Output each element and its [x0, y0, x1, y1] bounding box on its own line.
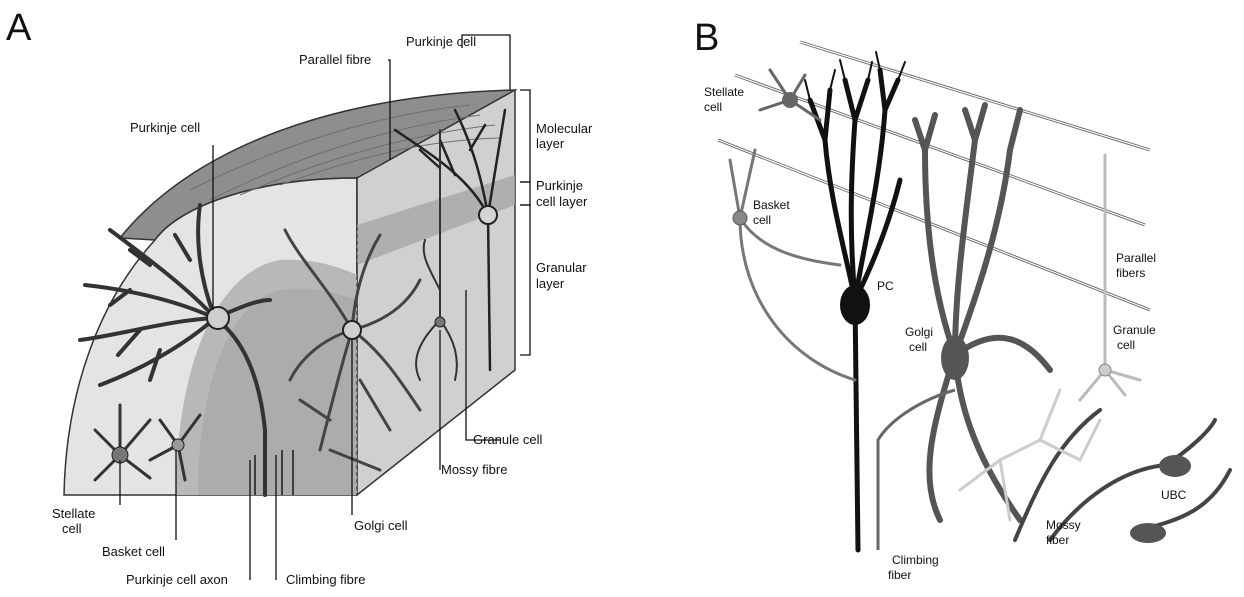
purkinje-soma-a-left	[207, 307, 229, 329]
label-golgi-cell-b-1: Golgi	[905, 325, 933, 339]
panel-a-letter: A	[6, 7, 32, 49]
granule-soma-b	[1099, 364, 1111, 376]
label-parallel-fibers-1: Parallel	[1116, 251, 1156, 265]
label-mossy-fiber-1: Mossy	[1046, 518, 1081, 532]
label-basket-cell-b-2: cell	[753, 213, 771, 227]
label-granule-cell: Granule cell	[473, 432, 542, 447]
golgi-soma-b	[941, 336, 969, 380]
label-molecular-layer-1: Molecular	[536, 121, 593, 136]
golgi-soma-a	[343, 321, 361, 339]
label-purkinje-cell-left: Purkinje cell	[130, 120, 200, 135]
label-purkinje-cell-axon: Purkinje cell axon	[126, 572, 228, 587]
label-climbing-fiber-1: Climbing	[892, 553, 939, 567]
panel-a: A	[6, 7, 593, 587]
label-basket-cell: Basket cell	[102, 544, 165, 559]
label-climbing-fiber-2: fiber	[888, 568, 911, 582]
panel-b: B	[694, 17, 1230, 582]
panel-b-letter: B	[694, 17, 719, 59]
label-parallel-fibers-2: fibers	[1116, 266, 1145, 280]
climbing-fiber-b	[878, 390, 955, 550]
label-basket-cell-b-1: Basket	[753, 198, 790, 212]
label-pc: PC	[877, 279, 894, 293]
purkinje-soma-a-top	[479, 206, 497, 224]
golgi-cell-b	[915, 105, 1050, 520]
label-granular-layer-1: Granular	[536, 260, 587, 275]
label-granular-layer-2: layer	[536, 276, 565, 291]
basket-soma-b	[733, 211, 747, 225]
label-golgi-cell: Golgi cell	[354, 518, 408, 533]
label-granule-cell-b-2: cell	[1117, 338, 1135, 352]
granule-soma-a	[435, 317, 445, 327]
basket-cell-b	[730, 150, 855, 380]
label-mossy-fibre: Mossy fibre	[441, 462, 507, 477]
label-stellate-cell-2: cell	[62, 521, 82, 536]
label-purkinje-cell-layer-2: cell layer	[536, 194, 588, 209]
label-golgi-cell-b-2: cell	[909, 340, 927, 354]
label-granule-cell-b-1: Granule	[1113, 323, 1156, 337]
label-stellate-cell-b-2: cell	[704, 100, 722, 114]
label-stellate-cell-b-1: Stellate	[704, 85, 744, 99]
label-purkinje-cell-layer-1: Purkinje	[536, 178, 583, 193]
label-molecular-layer-2: layer	[536, 136, 565, 151]
stellate-soma-b	[782, 92, 798, 108]
ubc-soma-1	[1159, 455, 1191, 477]
label-purkinje-cell-top: Purkinje cell	[406, 34, 476, 49]
ubc-soma-2	[1130, 523, 1166, 543]
purkinje-soma-b	[840, 285, 870, 325]
label-climbing-fibre: Climbing fibre	[286, 572, 365, 587]
label-ubc: UBC	[1161, 488, 1187, 502]
label-mossy-fiber-2: fiber	[1046, 533, 1069, 547]
label-stellate-cell-1: Stellate	[52, 506, 95, 521]
label-parallel-fibre: Parallel fibre	[299, 52, 371, 67]
basket-soma-a	[172, 439, 184, 451]
